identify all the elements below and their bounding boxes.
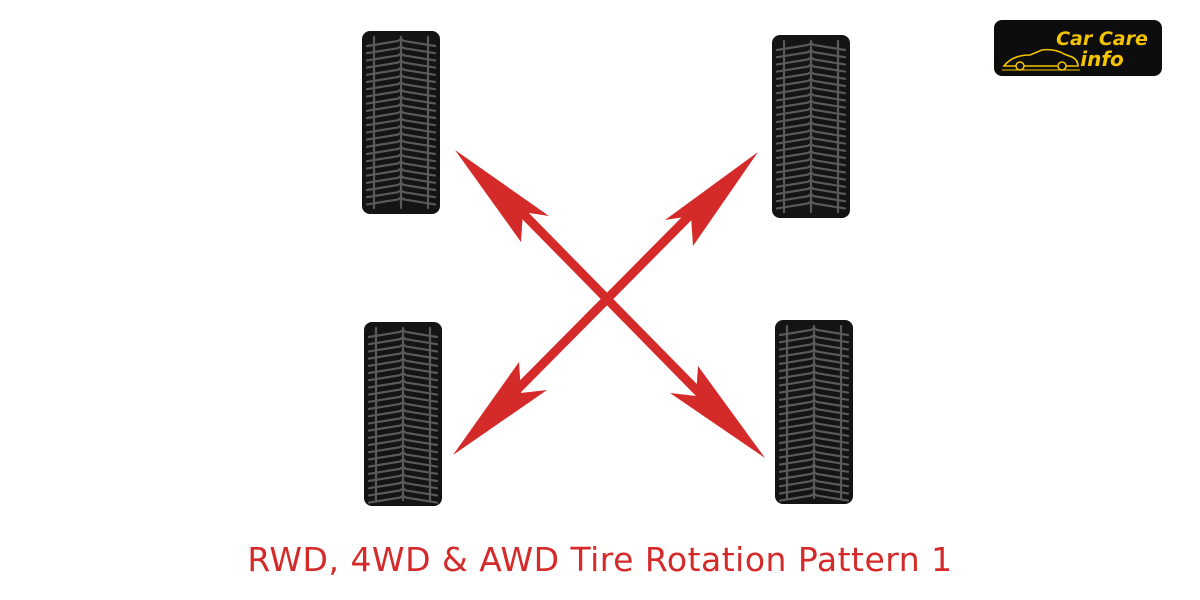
tire-rear-right-icon <box>775 320 853 504</box>
car-silhouette-icon <box>1002 48 1080 71</box>
tire-front-right-icon <box>772 35 850 218</box>
diagram-caption: RWD, 4WD & AWD Tire Rotation Pattern 1 <box>247 540 953 579</box>
tire-rear-left-icon <box>364 322 442 506</box>
diagonal-double-arrow-icon <box>453 152 758 455</box>
tire-front-left-icon <box>362 31 440 214</box>
car-care-info-logo: Car Care info <box>994 20 1162 76</box>
logo-line1: Car Care <box>1056 28 1148 50</box>
logo-line2: info <box>1080 47 1124 71</box>
